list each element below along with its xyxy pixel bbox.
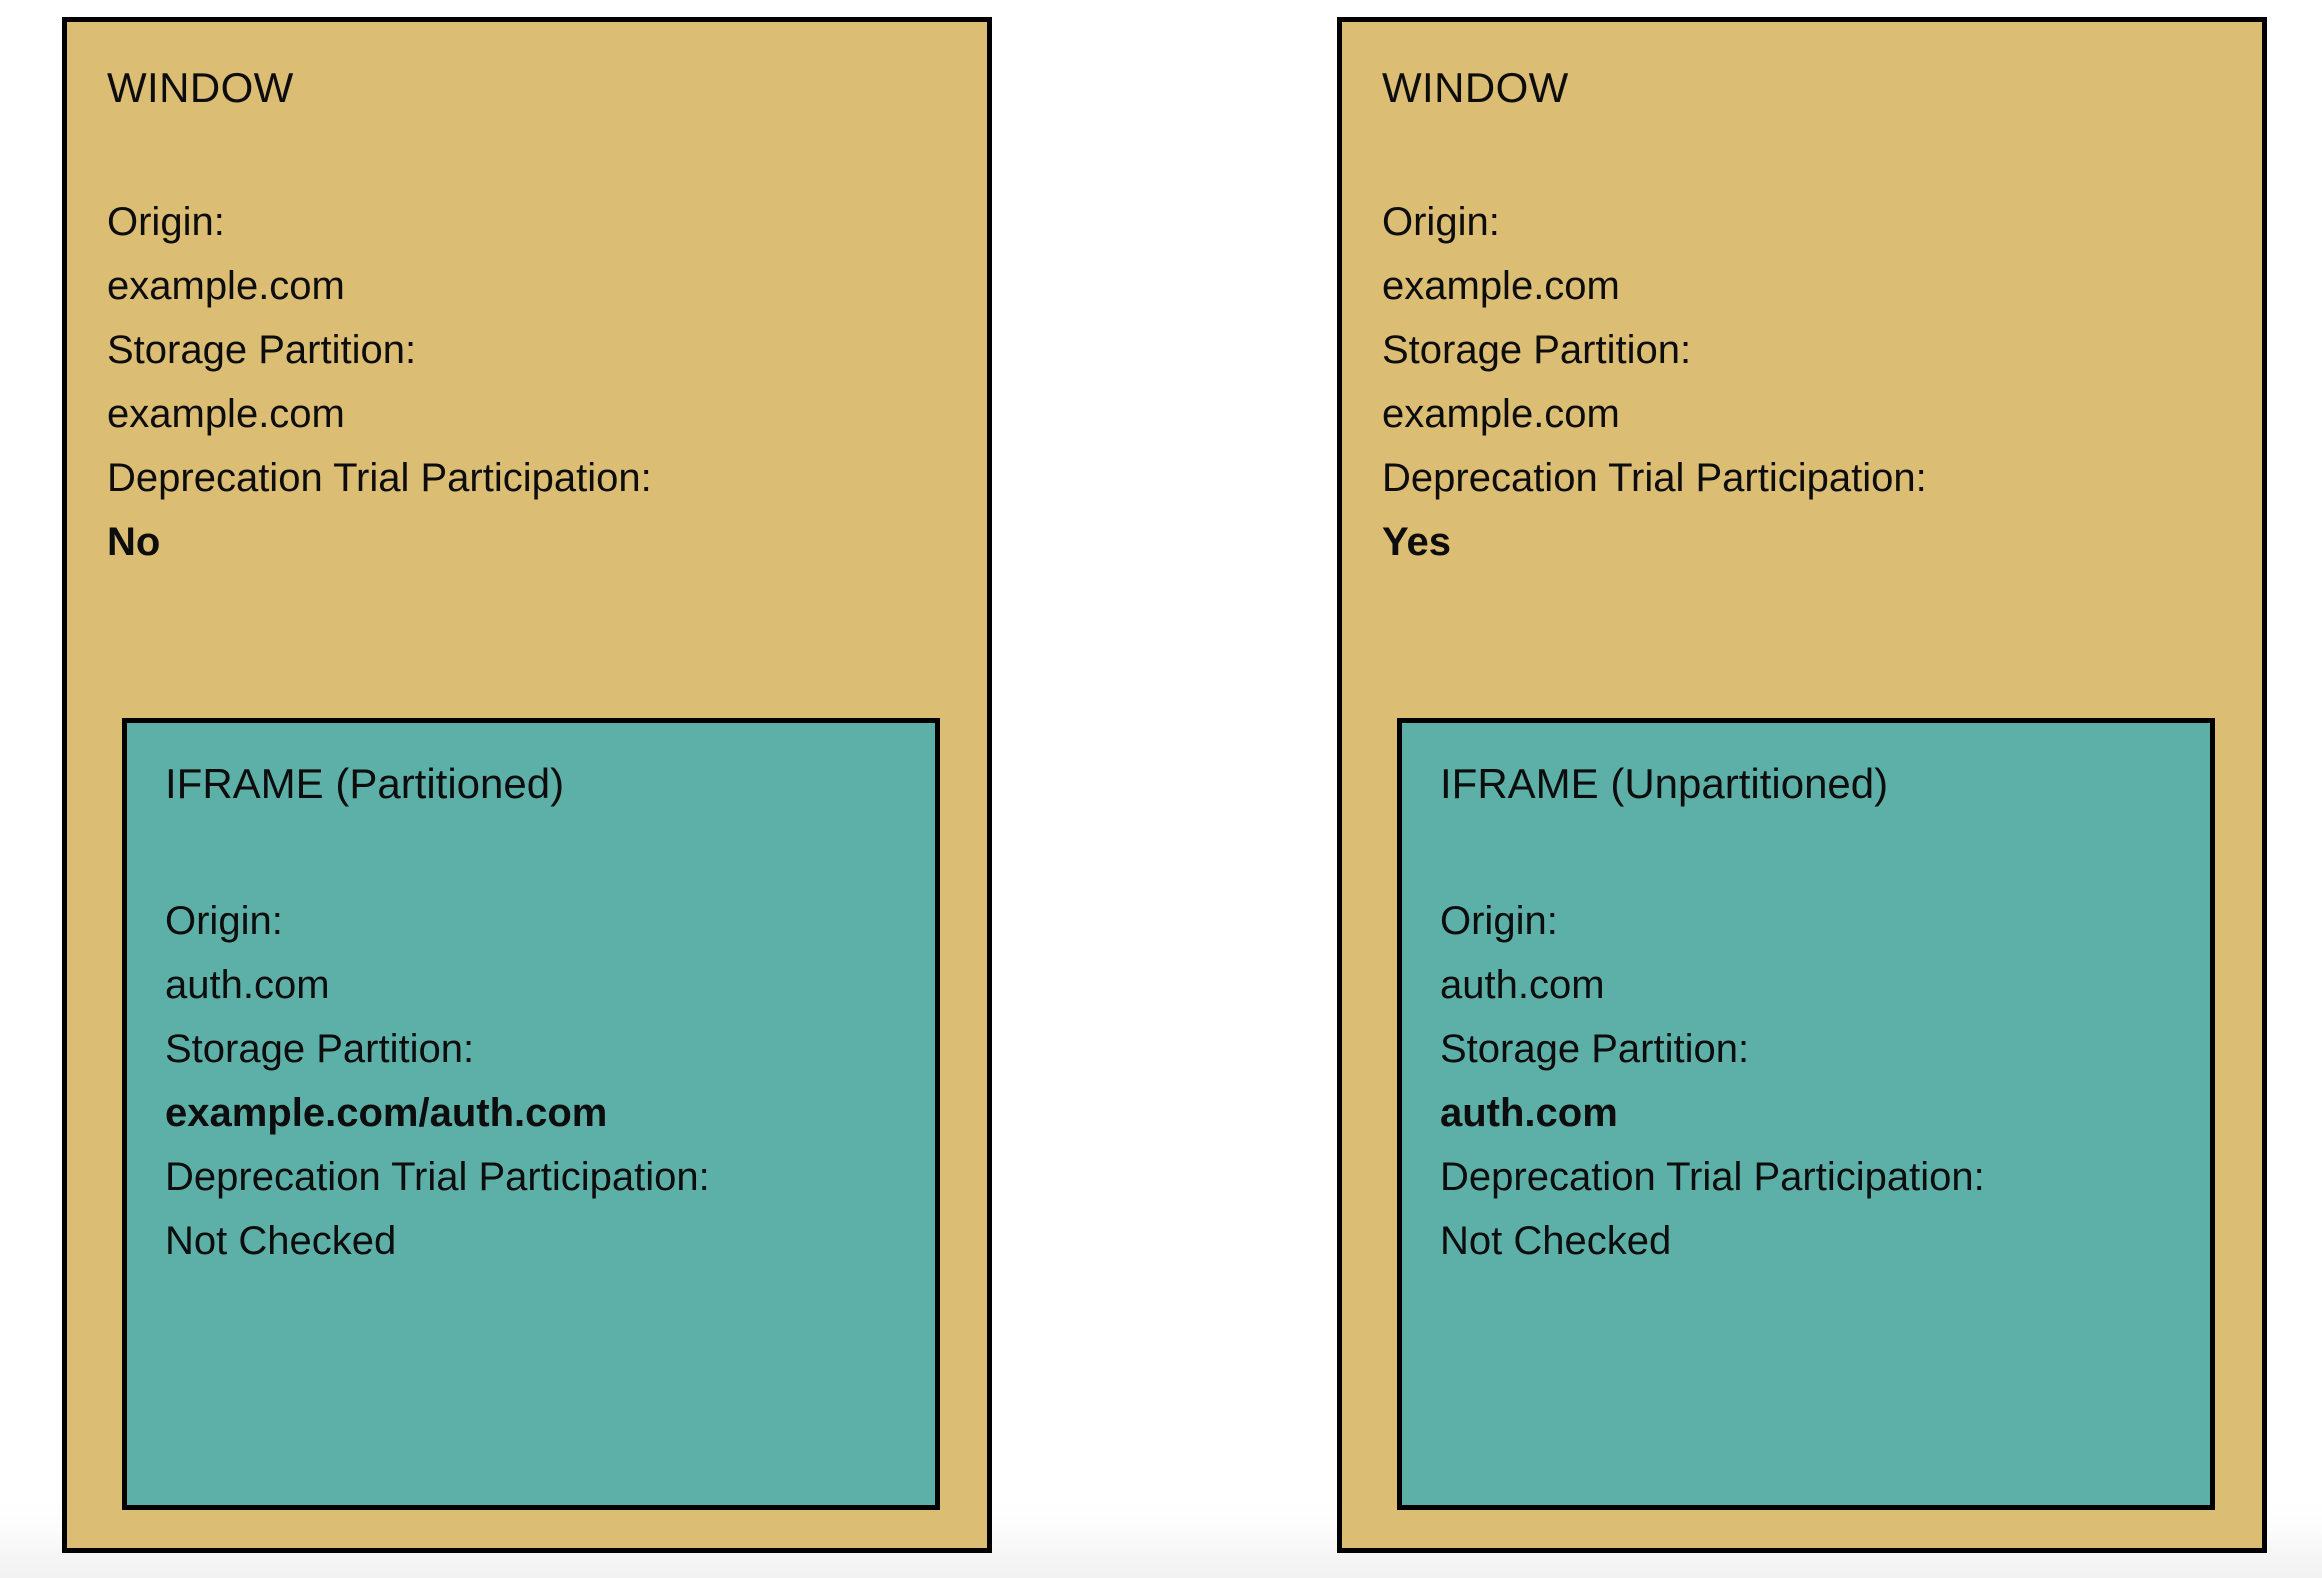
iframe-panel-right: IFRAME (Unpartitioned) Origin: auth.com … bbox=[1397, 718, 2215, 1510]
window-storage-field-left: Storage Partition: example.com bbox=[107, 318, 416, 446]
window-storage-field-right: Storage Partition: example.com bbox=[1382, 318, 1691, 446]
iframe-trial-field-left: Deprecation Trial Participation: Not Che… bbox=[165, 1145, 710, 1273]
window-trial-label-right: Deprecation Trial Participation: bbox=[1382, 456, 1927, 500]
window-storage-label-right: Storage Partition: bbox=[1382, 328, 1692, 372]
iframe-title-right: IFRAME (Unpartitioned) bbox=[1440, 760, 1889, 807]
iframe-trial-label-left: Deprecation Trial Participation: bbox=[165, 1155, 710, 1199]
window-origin-label-right: Origin: bbox=[1382, 200, 1500, 244]
window-storage-value-left: example.com bbox=[107, 392, 345, 436]
iframe-panel-left: IFRAME (Partitioned) Origin: auth.com St… bbox=[122, 718, 940, 1510]
iframe-trial-value-right: Not Checked bbox=[1440, 1219, 1672, 1263]
iframe-storage-field-left: Storage Partition: example.com/auth.com bbox=[165, 1017, 607, 1145]
window-trial-field-left: Deprecation Trial Participation: No bbox=[107, 446, 652, 574]
window-title-left: WINDOW bbox=[107, 64, 294, 111]
iframe-origin-field-right: Origin: auth.com bbox=[1440, 889, 1605, 1017]
window-origin-field-right: Origin: example.com bbox=[1382, 190, 1620, 318]
iframe-trial-label-right: Deprecation Trial Participation: bbox=[1440, 1155, 1985, 1199]
iframe-origin-field-left: Origin: auth.com bbox=[165, 889, 330, 1017]
window-origin-field-left: Origin: example.com bbox=[107, 190, 345, 318]
iframe-origin-value-right: auth.com bbox=[1440, 963, 1605, 1007]
window-storage-value-right: example.com bbox=[1382, 392, 1620, 436]
window-trial-value-right: Yes bbox=[1382, 520, 1451, 564]
iframe-trial-field-right: Deprecation Trial Participation: Not Che… bbox=[1440, 1145, 1985, 1273]
window-trial-label-left: Deprecation Trial Participation: bbox=[107, 456, 652, 500]
iframe-storage-field-right: Storage Partition: auth.com bbox=[1440, 1017, 1749, 1145]
window-origin-value-right: example.com bbox=[1382, 264, 1620, 308]
window-panel-left: WINDOW Origin: example.com Storage Parti… bbox=[62, 17, 992, 1553]
window-origin-value-left: example.com bbox=[107, 264, 345, 308]
window-trial-value-left: No bbox=[107, 520, 161, 564]
window-title-right: WINDOW bbox=[1382, 64, 1569, 111]
iframe-origin-label-right: Origin: bbox=[1440, 899, 1558, 943]
iframe-title-left: IFRAME (Partitioned) bbox=[165, 760, 565, 807]
iframe-storage-label-right: Storage Partition: bbox=[1440, 1027, 1750, 1071]
window-panel-right: WINDOW Origin: example.com Storage Parti… bbox=[1337, 17, 2267, 1553]
iframe-storage-label-left: Storage Partition: bbox=[165, 1027, 475, 1071]
iframe-storage-value-left: example.com/auth.com bbox=[165, 1091, 608, 1135]
iframe-origin-value-left: auth.com bbox=[165, 963, 330, 1007]
iframe-origin-label-left: Origin: bbox=[165, 899, 283, 943]
window-origin-label-left: Origin: bbox=[107, 200, 225, 244]
window-trial-field-right: Deprecation Trial Participation: Yes bbox=[1382, 446, 1927, 574]
iframe-trial-value-left: Not Checked bbox=[165, 1219, 397, 1263]
window-storage-label-left: Storage Partition: bbox=[107, 328, 417, 372]
iframe-storage-value-right: auth.com bbox=[1440, 1091, 1618, 1135]
